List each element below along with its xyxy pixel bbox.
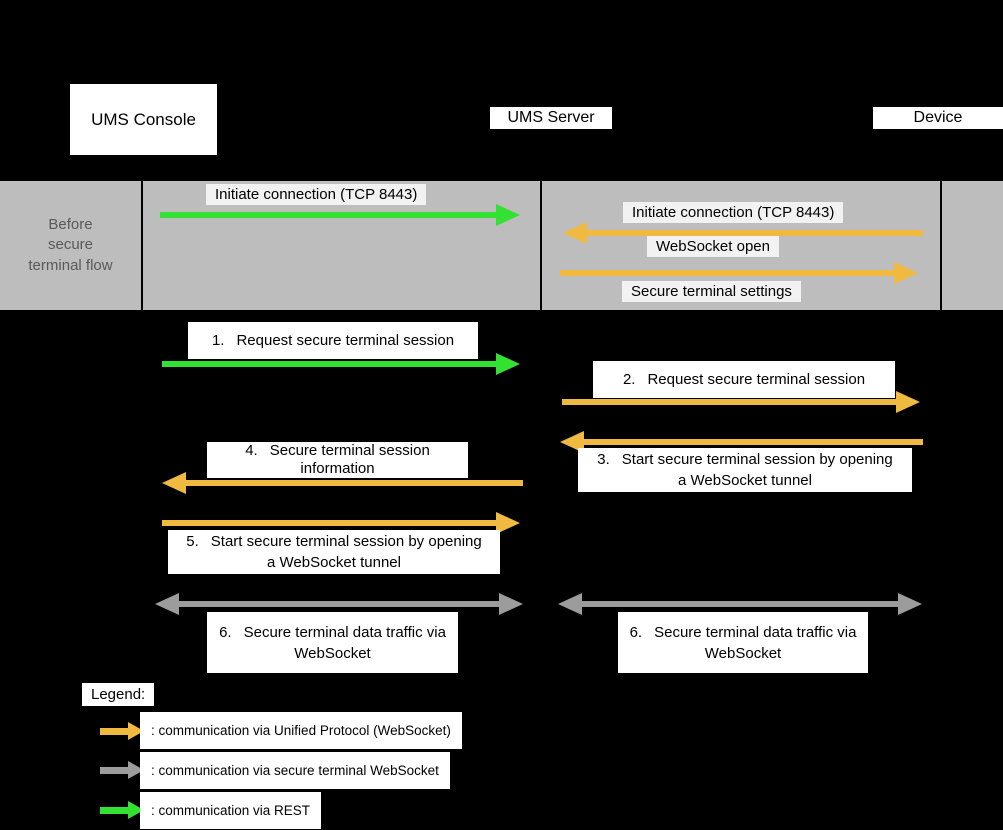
unified-arrow-server-to-device	[560, 262, 918, 284]
rest-arrow-step-1	[162, 353, 520, 375]
step-4-label: 4. Secure terminal session information	[207, 442, 468, 478]
arrowhead-right-icon	[499, 593, 523, 615]
step-number: 1.	[211, 332, 225, 349]
arrow-shaft	[100, 767, 130, 774]
arrow-shaft	[100, 807, 130, 814]
legend-rest-arrow-icon	[100, 801, 144, 819]
arrowhead-right-icon	[496, 353, 520, 375]
unified-arrow-step-3	[560, 431, 923, 453]
participant-label: UMS Server	[507, 109, 595, 126]
legend-unified-protocol-arrow-icon	[100, 722, 144, 740]
lifeline-device	[940, 181, 942, 310]
arrow-shaft	[576, 601, 904, 607]
legend-title: Legend:	[82, 683, 155, 706]
band-row-label: Before secure terminal flow	[28, 216, 113, 274]
arrowhead-left-icon	[162, 472, 186, 494]
lifeline-ums-server	[540, 181, 542, 310]
participant-label: Device	[913, 109, 963, 126]
arrowhead-left-icon	[560, 431, 584, 453]
lifeline-ums-console	[141, 181, 143, 310]
secure-websocket-arrow-console-server	[155, 593, 523, 615]
arrow-shaft	[560, 270, 900, 276]
arrowhead-right-icon	[896, 391, 920, 413]
message-label-initiate-connection-console: Initiate connection (TCP 8443)	[206, 184, 427, 205]
step-text: Secure terminal data traffic via WebSock…	[654, 623, 857, 662]
legend-secure-websocket-arrow-icon	[100, 761, 144, 779]
arrow-shaft	[562, 399, 902, 405]
arrow-shaft	[160, 212, 502, 218]
step-text: Start secure terminal session by opening…	[621, 451, 893, 489]
arrowhead-left-icon	[563, 222, 587, 244]
arrow-shaft	[581, 230, 923, 236]
step-number: 2.	[622, 371, 636, 388]
pre-flow-band: Before secure terminal flow	[0, 181, 1003, 310]
step-text: Request secure terminal session	[647, 371, 866, 388]
participant-ums-server: UMS Server	[490, 107, 612, 129]
participant-device: Device	[873, 107, 1003, 129]
step-6-label-right: 6. Secure terminal data traffic via WebSo…	[618, 612, 868, 673]
unified-arrow-step-5	[162, 512, 520, 534]
arrow-shaft	[162, 361, 502, 367]
legend-item-secure-websocket: : communication via secure terminal WebS…	[140, 752, 450, 789]
arrowhead-right-icon	[898, 593, 922, 615]
arrow-shaft	[173, 601, 505, 607]
step-number: 5.	[186, 533, 199, 550]
step-text: Secure terminal data traffic via WebSock…	[243, 623, 446, 662]
step-text: Start secure terminal session by opening…	[210, 533, 482, 571]
arrowhead-left-icon	[558, 593, 582, 615]
step-5-label: 5. Start secure terminal session by openi…	[168, 530, 500, 574]
step-text: Secure terminal session information	[269, 442, 430, 477]
arrow-shaft	[578, 439, 923, 445]
step-1-label: 1. Request secure terminal session	[188, 322, 478, 359]
step-2-label: 2. Request secure terminal session	[593, 361, 895, 398]
secure-websocket-arrow-server-device	[558, 593, 922, 615]
participant-ums-console: UMS Console	[70, 84, 217, 155]
step-number: 4.	[245, 442, 258, 459]
arrow-shaft	[180, 480, 523, 486]
step-number: 6.	[629, 623, 643, 641]
unified-arrow-step-4	[162, 472, 523, 494]
legend-item-unified-protocol: : communication via Unified Protocol (We…	[140, 712, 462, 749]
step-number: 3.	[597, 451, 610, 468]
message-label-websocket-open: WebSocket open	[647, 236, 779, 257]
unified-arrow-step-2	[562, 391, 920, 413]
participant-label: UMS Console	[91, 109, 196, 129]
step-number: 6.	[219, 623, 232, 641]
step-3-label: 3. Start secure terminal session by openi…	[578, 448, 912, 492]
rest-arrow-console-to-server	[160, 204, 520, 226]
unified-arrow-device-to-server	[563, 222, 923, 244]
arrowhead-left-icon	[155, 593, 179, 615]
step-6-label-left: 6. Secure terminal data traffic via WebSo…	[207, 612, 458, 673]
arrowhead-right-icon	[496, 204, 520, 226]
arrow-shaft	[162, 520, 502, 526]
arrowhead-right-icon	[496, 512, 520, 534]
message-label-secure-terminal-settings: Secure terminal settings	[622, 281, 801, 302]
step-text: Request secure terminal session	[236, 332, 455, 349]
message-label-initiate-connection-device: Initiate connection (TCP 8443)	[623, 202, 844, 223]
arrowhead-right-icon	[894, 262, 918, 284]
arrow-shaft	[100, 728, 130, 735]
legend-item-rest: : communication via REST	[140, 792, 322, 829]
